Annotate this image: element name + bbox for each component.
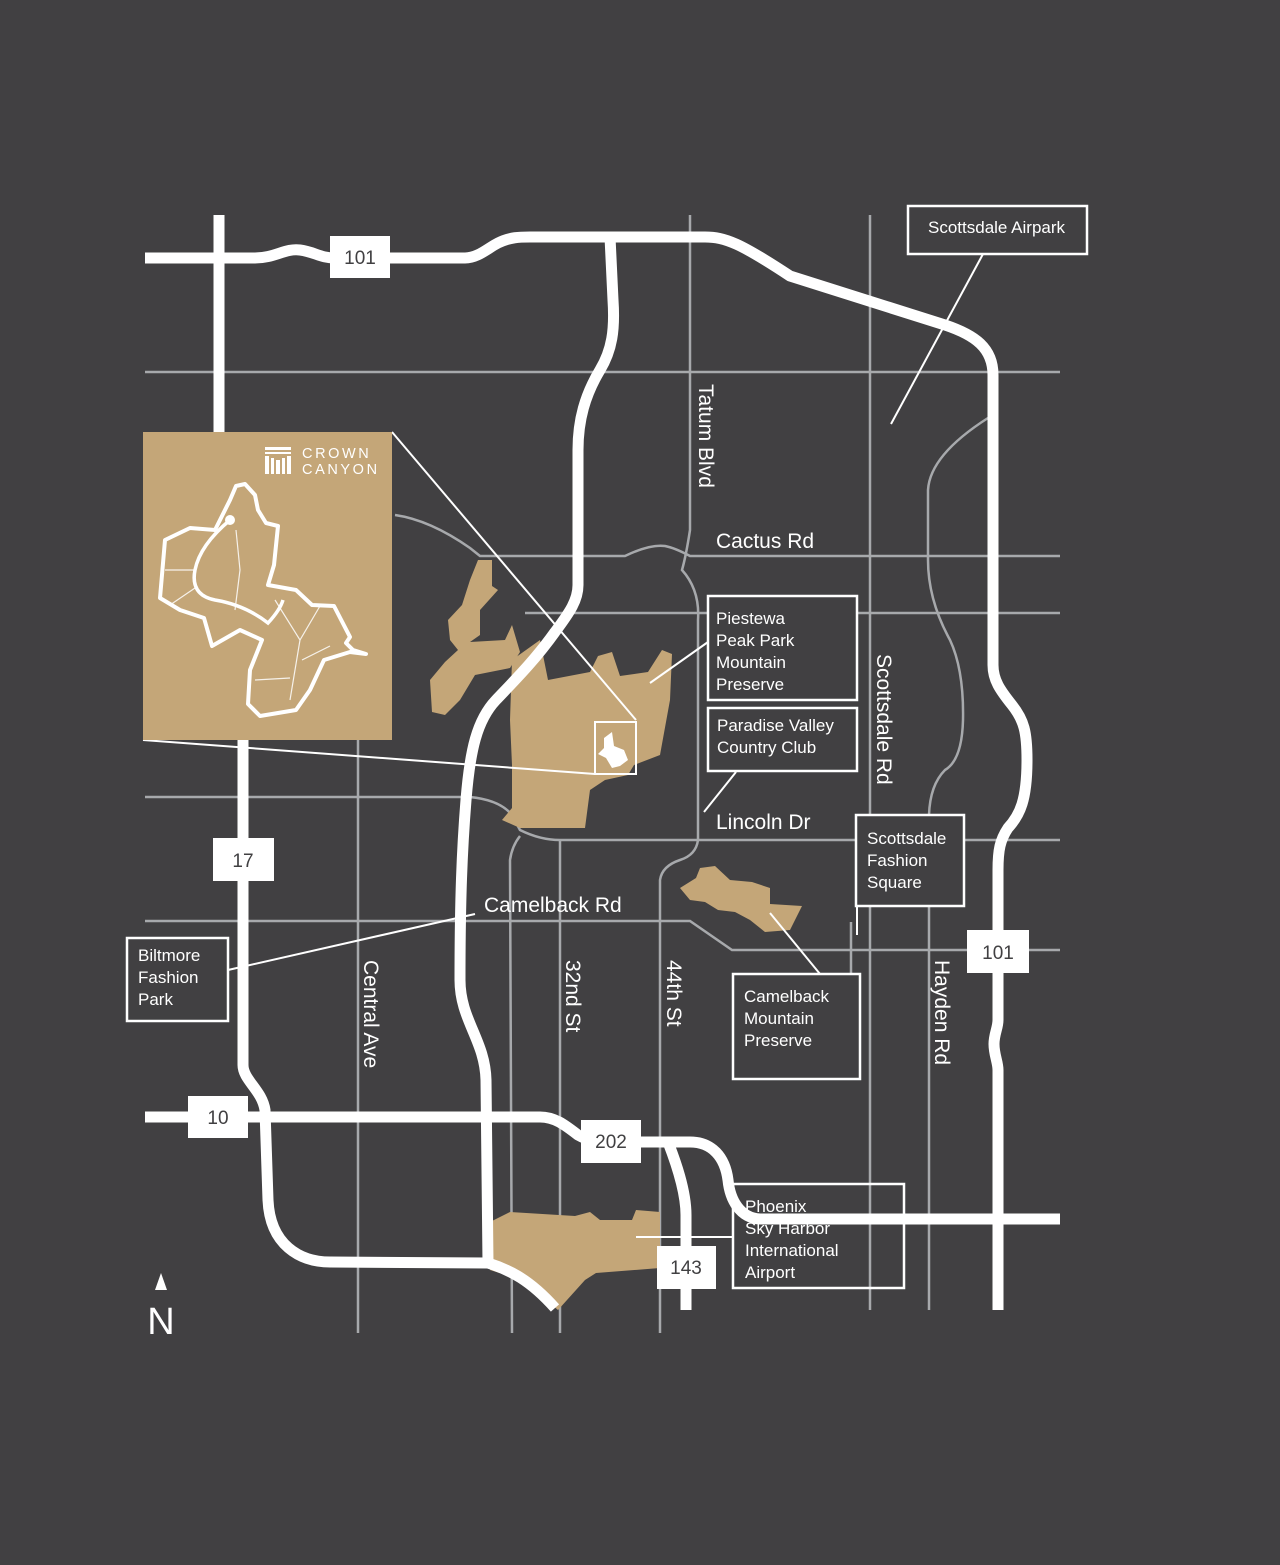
camelback-mountain-area [680, 866, 802, 932]
street-32nd-st-west [508, 835, 521, 1334]
community-boundary-outline [158, 482, 368, 718]
poi-piestewa-peak[interactable]: Piestewa Peak Park Mountain Preserve [706, 594, 859, 702]
poi-scottsdale-fashion-square[interactable]: Scottsdale Fashion Square [854, 813, 966, 908]
piestewa-peak-preserve-area [430, 560, 520, 715]
fashion-square-label-1: Scottsdale [867, 829, 946, 848]
north-label: N [147, 1301, 174, 1343]
highway-shield-143: 143 [657, 1246, 716, 1289]
poi-biltmore-fashion-park[interactable]: Biltmore Fashion Park [125, 936, 230, 1023]
biltmore-label-2: Fashion [138, 968, 198, 987]
piestewa-leader [649, 641, 709, 684]
highway-shield-10: 10 [188, 1096, 248, 1138]
airport-label-4: Airport [745, 1263, 795, 1282]
street-camelback-rd [145, 919, 1060, 952]
paradise-label-1: Paradise Valley [717, 716, 834, 735]
hwy-51 [454, 236, 620, 1312]
cactus-rd-label: Cactus Rd [716, 530, 814, 553]
piestewa-label-1: Piestewa [716, 609, 786, 628]
piestewa-label-3: Mountain [716, 653, 786, 672]
shield-101-east-text: 101 [982, 943, 1014, 964]
hwy-101-loop-east [987, 375, 1033, 1310]
biltmore-label-1: Biltmore [138, 946, 200, 965]
highway-shield-202: 202 [581, 1120, 641, 1163]
brand-name-line2: CANYON [302, 462, 380, 478]
paradise-label-2: Country Club [717, 738, 816, 757]
community-entry-marker [225, 515, 235, 525]
32nd-st-label: 32nd St [561, 960, 584, 1033]
hwy-143 [662, 1140, 692, 1310]
44th-st-label: 44th St [662, 960, 685, 1027]
airport-label-1: Phoenix [745, 1197, 807, 1216]
airport-label-3: International [745, 1241, 839, 1260]
piestewa-label-4: Preserve [716, 675, 784, 694]
north-arrow-icon [155, 1273, 167, 1290]
airpark-leader [890, 253, 984, 425]
central-ave-label: Central Ave [359, 960, 382, 1068]
community-inner-road [192, 518, 285, 626]
highway-shield-101-east: 101 [967, 930, 1029, 973]
piestewa-label-2: Peak Park [716, 631, 795, 650]
hwy-101-north [145, 231, 999, 376]
hayden-rd-label: Hayden Rd [930, 960, 953, 1065]
fashion-square-label-3: Square [867, 873, 922, 892]
shield-10-text: 10 [207, 1108, 228, 1129]
poi-scottsdale-airpark[interactable]: Scottsdale Airpark [906, 204, 1089, 256]
poi-paradise-valley-country-club[interactable]: Paradise Valley Country Club [706, 706, 859, 773]
inset-connector-bottom [142, 739, 596, 775]
street-labels: Cactus Rd Lincoln Dr Camelback Rd Tatum … [359, 384, 953, 1068]
community-parcel-lines [165, 529, 331, 701]
street-tatum-blvd [658, 215, 700, 1333]
brand-name-line1: CROWN [302, 446, 371, 462]
north-arrow: N [147, 1273, 175, 1343]
tatum-blvd-label: Tatum Blvd [694, 384, 717, 488]
camelback-mtn-label-3: Preserve [744, 1031, 812, 1050]
crown-canyon-locator-shape [598, 732, 628, 768]
highway-shield-101-north: 101 [330, 236, 390, 278]
inset-connectors [142, 431, 637, 775]
inset-connector-top [391, 431, 637, 721]
camelback-mtn-leader [769, 912, 821, 975]
biltmore-label-3: Park [138, 990, 173, 1009]
inset-locator-box [594, 721, 637, 775]
paradise-valley-land [502, 640, 672, 828]
fashion-square-label-2: Fashion [867, 851, 927, 870]
shield-143-text: 143 [670, 1258, 702, 1279]
poi-sky-harbor-airport[interactable]: Phoenix Sky Harbor International Airport [731, 1182, 906, 1290]
highway-shield-17: 17 [213, 838, 274, 881]
camelback-mtn-label-2: Mountain [744, 1009, 814, 1028]
shield-202-text: 202 [595, 1132, 627, 1153]
shield-17-text: 17 [232, 851, 253, 872]
airport-label-2: Sky Harbor [745, 1219, 830, 1238]
crown-canyon-inset[interactable]: CROWN CANYON [143, 432, 392, 740]
poi-camelback-mountain-preserve[interactable]: Camelback Mountain Preserve [731, 972, 862, 1081]
street-hayden-rd [926, 416, 989, 1310]
sky-harbor-airport-area [490, 1210, 660, 1310]
camelback-rd-label: Camelback Rd [484, 894, 622, 917]
shield-101-north-text: 101 [344, 248, 376, 269]
paradise-leader [703, 771, 737, 813]
street-cactus-rd [394, 513, 1060, 558]
camelback-mtn-label-1: Camelback [744, 987, 830, 1006]
poi-leaders [227, 253, 984, 1238]
crown-canyon-logo-icon [265, 447, 291, 474]
biltmore-leader [227, 913, 476, 971]
airpark-label: Scottsdale Airpark [928, 218, 1066, 237]
scottsdale-rd-label: Scottsdale Rd [872, 654, 895, 785]
hwy-17 [213, 215, 489, 1269]
highways [145, 215, 1060, 1312]
lincoln-dr-label: Lincoln Dr [716, 811, 811, 834]
